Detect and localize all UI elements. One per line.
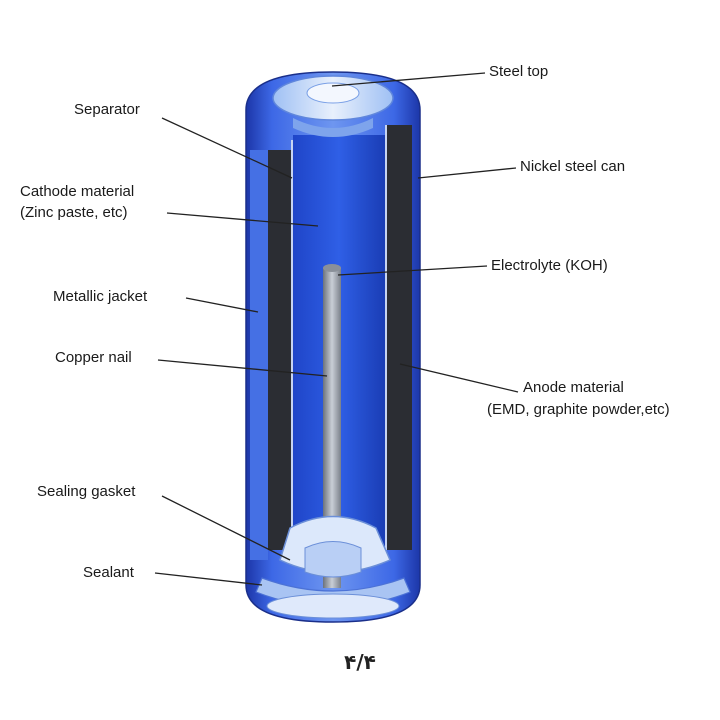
leader-separator [161, 117, 293, 179]
label-electrolyte: Electrolyte (KOH) [491, 257, 608, 274]
leader-sealant [154, 572, 263, 586]
copper-nail-shape [323, 268, 341, 588]
page-number: ۴/۴ [344, 650, 376, 674]
label-separator: Separator [74, 101, 140, 118]
label-steel-top: Steel top [489, 63, 549, 80]
leader-electrolyte [337, 265, 488, 276]
label-nickel-steel-can: Nickel steel can [520, 158, 626, 175]
leader-anode [399, 363, 519, 393]
label-metallic-jacket: Metallic jacket [53, 288, 148, 305]
label-cathode-line1: Cathode material [20, 183, 135, 200]
anode-left-layer [268, 150, 292, 550]
label-anode-line1: Anode material [523, 379, 624, 396]
anode-right-layer [386, 125, 412, 550]
leader-metallic-jacket [185, 297, 259, 313]
leader-copper-nail [157, 359, 328, 377]
leader-nickel-steel-can [417, 167, 517, 179]
metallic-jacket-shape [250, 150, 268, 560]
label-cathode-line2: (Zinc paste, etc) [20, 204, 128, 221]
label-copper-nail: Copper nail [55, 349, 132, 366]
leader-steel-top [331, 72, 486, 87]
label-anode-line2: (EMD, graphite powder,etc) [487, 401, 670, 418]
label-sealing-gasket: Sealing gasket [37, 483, 136, 500]
leader-cathode [166, 212, 319, 227]
leader-lines [154, 72, 519, 586]
leader-sealing-gasket [161, 495, 291, 561]
label-sealant: Sealant [83, 564, 134, 581]
